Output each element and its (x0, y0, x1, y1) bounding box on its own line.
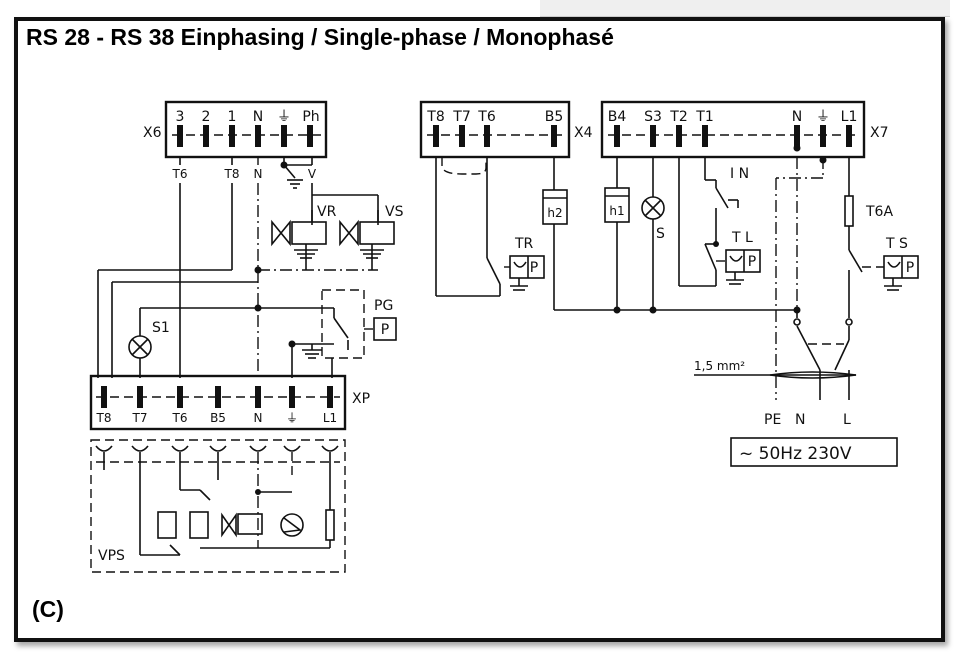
x4-label: X4 (574, 125, 593, 141)
x6-label: X6 (143, 125, 162, 141)
x7-terminal-label: L1 (841, 109, 858, 125)
xp-terminal-label: ⏚ (286, 411, 298, 425)
valve-vs: VS (339, 204, 404, 259)
s-label: S (656, 226, 665, 242)
x6-terminal-label: N (253, 109, 263, 125)
terminal-block-x7: B4 S3 T2 T1 N ⏚ L1 X7 (600, 100, 889, 159)
terminal-block-x4: T8 T7 T6 B5 X4 (419, 100, 593, 159)
x6-terminal-label: 1 (228, 109, 237, 125)
x6-terminal-label: ⏚ (277, 109, 291, 125)
t6a-label: T6A (865, 204, 893, 220)
x4-terminal-label: B5 (545, 109, 564, 125)
x6-wire-label: T6 (172, 167, 188, 181)
cable-size-label: 1,5 mm² (694, 359, 745, 373)
h2-label: h2 (547, 206, 562, 220)
s1-label: S1 (152, 320, 170, 336)
xp-terminal-label: T7 (132, 411, 148, 425)
tl-p-label: P (748, 254, 756, 270)
in-label: I N (730, 166, 749, 182)
diagram-title: RS 28 - RS 38 Einphasing / Single-phase … (26, 24, 614, 50)
x6-wire-label: N (254, 167, 263, 181)
x7-terminal-label: S3 (644, 109, 662, 125)
xp-label: XP (352, 391, 370, 407)
x7-label: X7 (870, 125, 889, 141)
x7-terminal-label: T1 (695, 109, 713, 125)
x7-terminal-label: B4 (608, 109, 627, 125)
tr-label: TR (514, 236, 534, 252)
x6-terminal-label: 3 (176, 109, 185, 125)
vps-label: VPS (98, 548, 125, 564)
x6-wiring (97, 157, 379, 378)
x6-terminal-label: 2 (202, 109, 211, 125)
vr-label: VR (317, 204, 337, 220)
tr-p-label: P (530, 260, 538, 276)
diagram-frame (14, 17, 945, 642)
figure-label: (C) (32, 596, 64, 622)
supply-rating-label: ~ 50Hz 230V (739, 444, 852, 464)
x7-wiring: h1 S I N P T L (604, 144, 919, 400)
x6-wire-label: V (308, 167, 317, 181)
xp-terminal-label: B5 (210, 411, 226, 425)
pe-label: PE (764, 412, 781, 428)
terminal-block-x6: 3 2 1 N ⏚ Ph X6 T6 T8 N V (143, 100, 328, 181)
x7-terminal-label: ⏚ (816, 109, 830, 125)
h1-label: h1 (609, 204, 624, 218)
xp-terminal-label: L1 (323, 411, 337, 425)
top-edge-strip (540, 0, 950, 17)
l-label: L (843, 412, 851, 428)
x4-terminal-label: T7 (452, 109, 470, 125)
vs-label: VS (385, 204, 404, 220)
x4-wiring: P TR h2 (435, 157, 798, 311)
x7-terminal-label: T2 (669, 109, 687, 125)
x6-terminal-label: Ph (302, 109, 319, 125)
pg-p-label: P (381, 322, 389, 338)
pg-label: PG (374, 298, 393, 314)
x7-terminal-label: N (792, 109, 802, 125)
ts-p-label: P (906, 260, 914, 276)
xp-terminal-label: T6 (172, 411, 188, 425)
x6-wire-label: T8 (224, 167, 240, 181)
xp-plug-vps: VPS (90, 439, 346, 573)
x4-terminal-label: T8 (426, 109, 444, 125)
pressure-switch-pg: P PG (258, 289, 397, 378)
xp-terminal-label: T8 (96, 411, 112, 425)
terminal-block-xp: T8 T7 T6 B5 N ⏚ L1 XP (89, 374, 370, 431)
tl-label: T L (731, 230, 753, 246)
valve-vr: VR (271, 204, 337, 259)
x4-terminal-label: T6 (477, 109, 496, 125)
xp-terminal-label: N (254, 411, 263, 425)
ts-label: T S (885, 236, 908, 252)
n-label: N (795, 412, 805, 428)
lamp-s1: S1 (128, 320, 170, 359)
supply-section: 1,5 mm² PE N L ~ 50Hz 230V (694, 359, 898, 467)
